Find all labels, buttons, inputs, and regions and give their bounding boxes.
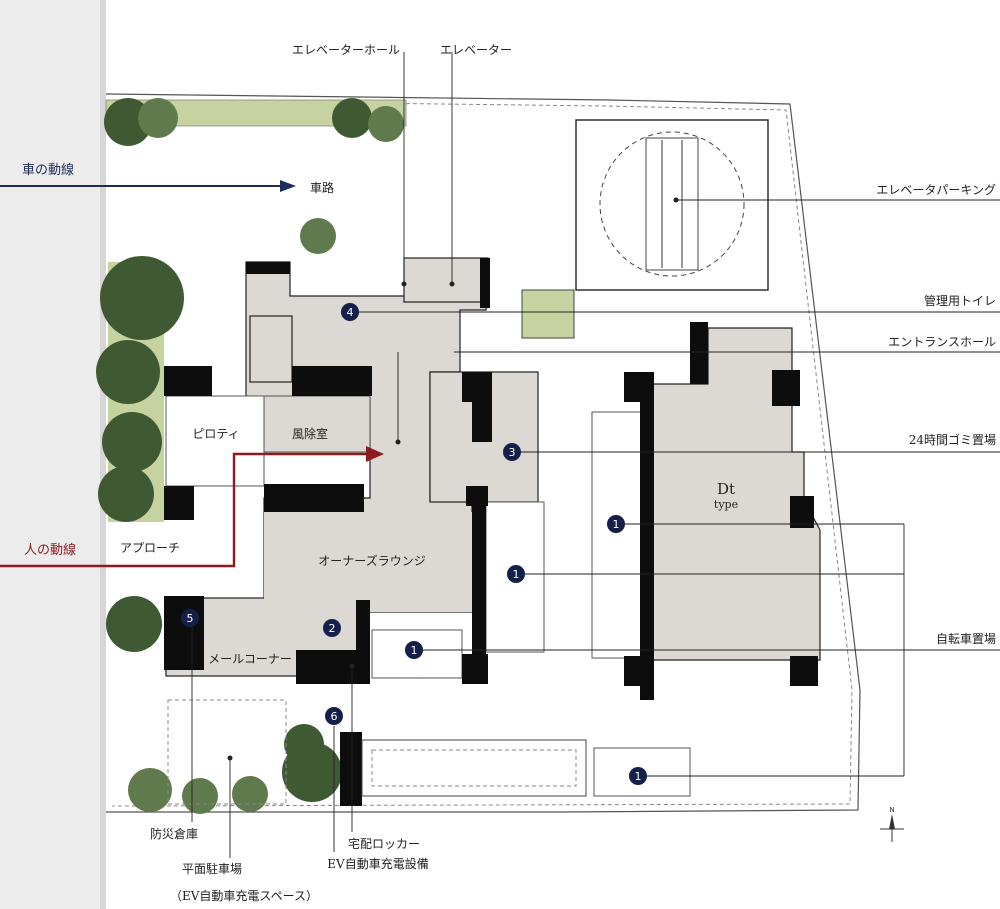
label-approach: アプローチ (120, 541, 180, 555)
badge-1c-label: 1 (411, 644, 418, 657)
label-dt: Dt (717, 480, 735, 498)
badge-1b-label: 1 (513, 568, 520, 581)
street-strip (0, 0, 104, 909)
compass-icon: N (880, 806, 904, 842)
badge-4-label: 4 (347, 306, 354, 319)
label-bicycle: 自転車置場 (936, 632, 996, 646)
parking-slot-ev-inner (371, 749, 577, 787)
label-owners-lounge: オーナーズラウンジ (318, 553, 425, 568)
badge-6-label: 6 (331, 710, 338, 723)
badge-5-label: 5 (187, 612, 194, 625)
lounge-rect (264, 512, 472, 612)
label-disaster-storage: 防災倉庫 (150, 826, 198, 841)
label-piloti: ピロティ (192, 427, 239, 441)
label-flat-parking: 平面駐車場 (182, 861, 242, 876)
windbreak-area (263, 395, 371, 453)
car-flow-arrowhead (280, 180, 296, 192)
badge-1d: 1 (629, 767, 647, 785)
label-windbreak: 風除室 (292, 426, 328, 441)
site-boundary (105, 93, 861, 813)
room-a (249, 315, 293, 383)
badge-2-label: 2 (329, 622, 336, 635)
compass-north-label: N (889, 806, 894, 814)
label-ev-charging-space: （EV自動車充電スペース） (170, 888, 318, 903)
badge-1a: 1 (607, 515, 625, 533)
label-mail-corner: メールコーナー (208, 652, 292, 666)
car-pallet (645, 137, 699, 271)
label-dt-type: type (714, 498, 738, 511)
site-boundary-inner (111, 99, 853, 807)
dt-unit (651, 327, 821, 661)
mgmt-toilet-area (521, 289, 575, 339)
label-delivery-locker: 宅配ロッカー (348, 836, 420, 851)
label-road: 車路 (310, 180, 334, 195)
people-flow-line (0, 452, 368, 568)
people-flow-arrowhead (366, 446, 384, 462)
leader-lines (191, 52, 1000, 858)
trees (96, 98, 404, 814)
badge-3-label: 3 (509, 446, 516, 459)
label-ev-charging: EV自動車充電設備 (327, 856, 428, 871)
label-elevator-hall: エレベーターホール (292, 43, 400, 57)
label-entrance-hall: エントランスホール (888, 335, 996, 349)
piloti-area (165, 395, 265, 487)
walls (164, 258, 818, 806)
badge-3: 3 (503, 443, 521, 461)
bike-rack-2 (591, 411, 643, 659)
label-elevator: エレベーター (440, 43, 512, 57)
badge-6: 6 (325, 707, 343, 725)
badge-5: 5 (181, 609, 199, 627)
badge-1a-label: 1 (613, 518, 620, 531)
badge-4: 4 (341, 303, 359, 321)
elevator-room (403, 257, 489, 303)
turntable (599, 131, 745, 277)
label-people-flow: 人の動線 (24, 542, 76, 558)
flat-parking-lane (167, 699, 287, 805)
badge-1c: 1 (405, 641, 423, 659)
label-elevator-parking: エレベータパーキング (876, 183, 996, 197)
street-edge (100, 0, 106, 909)
badge-2: 2 (323, 619, 341, 637)
badge-1d-label: 1 (635, 770, 642, 783)
label-garbage: 24時間ゴミ置場 (909, 432, 996, 447)
elevator-parking-box (575, 119, 769, 291)
label-mgmt-toilet: 管理用トイレ (924, 293, 996, 308)
label-car-flow: 車の動線 (22, 162, 74, 178)
badge-1b: 1 (507, 565, 525, 583)
parking-slot-ev (361, 739, 587, 797)
